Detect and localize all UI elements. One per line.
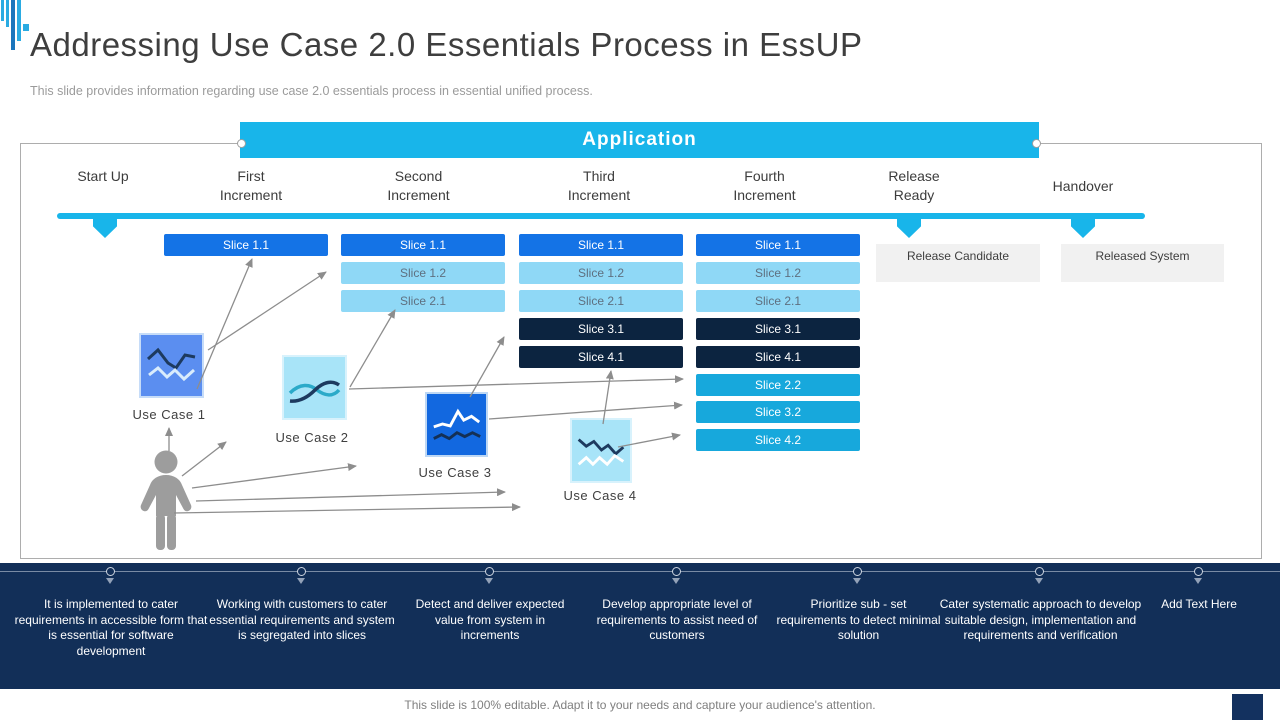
line-chart-icon xyxy=(146,347,196,382)
slice-box: Slice 1.1 xyxy=(519,234,683,256)
slice-box: Slice 1.1 xyxy=(341,234,505,256)
slice-box: Slice 3.2 xyxy=(696,401,860,423)
user-person-icon xyxy=(140,450,192,550)
phase-header-second-increment: Second Increment xyxy=(387,168,450,203)
line-chart-icon xyxy=(577,438,625,467)
logo-dot-icon xyxy=(23,24,29,31)
line-chart-icon xyxy=(433,408,481,441)
use-case-3-chart-icon xyxy=(425,392,488,457)
process-note: Detect and deliver expected value from s… xyxy=(415,597,565,642)
phase-header-start-up: Start Up xyxy=(77,168,129,184)
slice-box: Slice 1.2 xyxy=(341,262,505,284)
application-banner-label: Application xyxy=(582,129,697,150)
phase-header-fourth-increment: Fourth Increment xyxy=(733,168,796,203)
page-title: Addressing Use Case 2.0 Essentials Proce… xyxy=(30,26,863,63)
note-pin-icon xyxy=(853,567,862,576)
process-note: Cater systematic approach to develop sui… xyxy=(939,597,1142,642)
use-case-4-label: Use Case 4 xyxy=(563,488,637,503)
phase-header-first-increment: First Increment xyxy=(219,168,283,203)
logo-bar-icon xyxy=(1,0,4,21)
use-case-2-chart-icon xyxy=(282,355,347,420)
slice-box: Slice 2.1 xyxy=(341,290,505,312)
curve-chart-icon xyxy=(288,380,341,403)
release-candidate-box: Release Candidate xyxy=(876,244,1040,282)
note-pin-icon xyxy=(106,578,114,584)
note-pin-icon xyxy=(853,578,861,584)
connector-dot xyxy=(237,139,246,148)
editable-footnote: This slide is 100% editable. Adapt it to… xyxy=(404,698,876,712)
process-note: Prioritize sub - set requirements to det… xyxy=(776,597,941,642)
slice-box: Slice 2.1 xyxy=(696,290,860,312)
slice-box: Slice 1.1 xyxy=(696,234,860,256)
note-pin-icon xyxy=(297,567,306,576)
logo-bar-icon xyxy=(17,0,21,41)
slice-box: Slice 4.1 xyxy=(696,346,860,368)
notes-connector-line xyxy=(0,571,1280,572)
corner-decoration xyxy=(1232,694,1263,720)
use-case-1-label: Use Case 1 xyxy=(132,407,206,422)
note-pin-icon xyxy=(485,578,493,584)
phase-header-handover: Handover xyxy=(1052,178,1114,194)
logo-bar-icon xyxy=(6,0,9,27)
logo-bar-icon xyxy=(11,0,15,50)
process-note: It is implemented to cater requirements … xyxy=(14,597,208,658)
phase-header-release-ready: Release Ready xyxy=(888,168,940,203)
slice-box: Slice 1.2 xyxy=(519,262,683,284)
slice-box: Slice 2.2 xyxy=(696,374,860,396)
use-case-1-chart-icon xyxy=(139,333,204,398)
note-pin-icon xyxy=(672,567,681,576)
note-pin-icon xyxy=(106,567,115,576)
timeline-bar xyxy=(57,213,1145,219)
note-pin-icon xyxy=(1194,567,1203,576)
phase-header-third-increment: Third Increment xyxy=(567,168,631,203)
note-pin-icon xyxy=(1035,567,1044,576)
slice-box: Slice 3.1 xyxy=(696,318,860,340)
process-note-placeholder: Add Text Here xyxy=(1161,597,1237,611)
slice-box: Slice 1.2 xyxy=(696,262,860,284)
slice-box: Slice 4.2 xyxy=(696,429,860,451)
connector-dot xyxy=(1032,139,1041,148)
slice-box: Slice 2.1 xyxy=(519,290,683,312)
use-case-4-chart-icon xyxy=(570,418,632,483)
process-notes-bar: It is implemented to cater requirements … xyxy=(0,563,1280,689)
note-pin-icon xyxy=(485,567,494,576)
slice-box: Slice 4.1 xyxy=(519,346,683,368)
application-banner: Application xyxy=(240,122,1039,158)
page-subtitle: This slide provides information regardin… xyxy=(30,84,593,98)
note-pin-icon xyxy=(297,578,305,584)
use-case-2-label: Use Case 2 xyxy=(275,430,349,445)
slice-box: Slice 3.1 xyxy=(519,318,683,340)
note-pin-icon xyxy=(1035,578,1043,584)
process-note: Working with customers to cater essentia… xyxy=(209,597,395,642)
note-pin-icon xyxy=(672,578,680,584)
note-pin-icon xyxy=(1194,578,1202,584)
released-system-box: Released System xyxy=(1061,244,1224,282)
process-note: Develop appropriate level of requirement… xyxy=(596,597,758,642)
use-case-3-label: Use Case 3 xyxy=(418,465,492,480)
slice-box: Slice 1.1 xyxy=(164,234,328,256)
